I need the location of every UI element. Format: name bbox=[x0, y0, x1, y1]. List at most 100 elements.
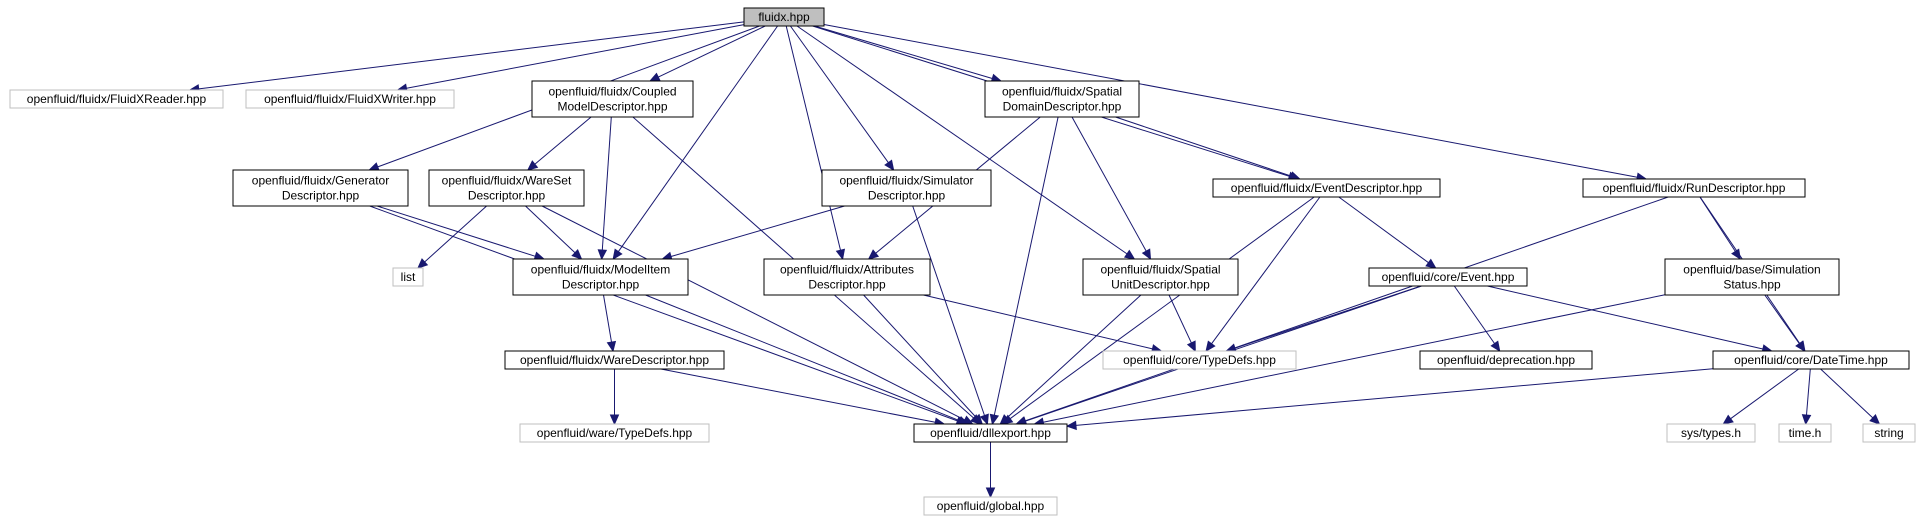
edge-generator-to-dllexport bbox=[369, 205, 958, 422]
node-label: Status.hpp bbox=[1723, 278, 1781, 292]
node-label: openfluid/fluidx/ModelItem bbox=[531, 263, 670, 277]
node-run[interactable]: openfluid/fluidx/RunDescriptor.hpp bbox=[1582, 178, 1806, 198]
node-label: Descriptor.hpp bbox=[868, 189, 946, 203]
arrowhead-datetime bbox=[1795, 340, 1806, 353]
node-box bbox=[232, 169, 409, 207]
node-box bbox=[245, 89, 455, 109]
node-label: openfluid/core/Event.hpp bbox=[1382, 270, 1515, 284]
edge-datetime-to-string bbox=[1820, 368, 1874, 419]
edge-generator-to-modelitem bbox=[376, 205, 536, 257]
node-label: openfluid/core/DateTime.hpp bbox=[1734, 353, 1888, 367]
node-box bbox=[1666, 423, 1756, 443]
node-systypes[interactable]: sys/types.h bbox=[1666, 423, 1756, 443]
node-datetime[interactable]: openfluid/core/DateTime.hpp bbox=[1712, 350, 1910, 370]
node-waretypedefs[interactable]: openfluid/ware/TypeDefs.hpp bbox=[519, 423, 710, 443]
arrowhead-global bbox=[985, 487, 996, 499]
node-list[interactable]: list bbox=[392, 267, 424, 287]
node-label: time.h bbox=[1789, 426, 1822, 440]
node-event[interactable]: openfluid/fluidx/EventDescriptor.hpp bbox=[1212, 178, 1441, 198]
edge-datetime-to-systypes bbox=[1730, 368, 1799, 420]
node-label: openfluid/fluidx/Spatial bbox=[1002, 85, 1122, 99]
node-label: openfluid/fluidx/RunDescriptor.hpp bbox=[1603, 181, 1786, 195]
node-label: openfluid/fluidx/WareSet bbox=[442, 174, 572, 188]
node-label: openfluid/deprecation.hpp bbox=[1437, 353, 1575, 367]
node-label: openfluid/base/Simulation bbox=[1683, 263, 1820, 277]
node-label: openfluid/dllexport.hpp bbox=[930, 426, 1051, 440]
node-box bbox=[1582, 178, 1806, 198]
node-box bbox=[923, 496, 1058, 516]
edge-coupled-to-wareset bbox=[534, 116, 592, 165]
node-label: openfluid/fluidx/Simulator bbox=[839, 174, 973, 188]
arrowhead-spatialunit bbox=[1141, 248, 1152, 261]
edge-simstatus-to-dllexport bbox=[1043, 294, 1666, 423]
node-label: UnitDescriptor.hpp bbox=[1111, 278, 1210, 292]
edge-spatialdomain-to-spatialunit bbox=[1071, 116, 1147, 252]
node-global[interactable]: openfluid/global.hpp bbox=[923, 496, 1058, 516]
node-label: Descriptor.hpp bbox=[282, 189, 360, 203]
node-box bbox=[1778, 423, 1832, 443]
node-box bbox=[743, 7, 825, 27]
edge-spatialunit-to-coretypedefs bbox=[1168, 294, 1192, 344]
node-spatialdomain[interactable]: openfluid/fluidx/SpatialDomainDescriptor… bbox=[984, 80, 1140, 118]
node-label: openfluid/fluidx/Attributes bbox=[780, 263, 914, 277]
node-box bbox=[1368, 267, 1528, 287]
node-box bbox=[1712, 350, 1910, 370]
node-coretypedefs[interactable]: openfluid/core/TypeDefs.hpp bbox=[1102, 350, 1297, 370]
edge-root-to-writer bbox=[406, 24, 745, 89]
node-spatialunit[interactable]: openfluid/fluidx/SpatialUnitDescriptor.h… bbox=[1082, 258, 1239, 296]
arrowhead-dllexport bbox=[999, 414, 1011, 425]
node-root[interactable]: fluidx.hpp bbox=[743, 7, 825, 27]
node-box bbox=[519, 423, 710, 443]
arrowhead-coupled bbox=[648, 72, 661, 82]
node-reader[interactable]: openfluid/fluidx/FluidXReader.hpp bbox=[9, 89, 224, 109]
node-timeh[interactable]: time.h bbox=[1778, 423, 1832, 443]
node-box bbox=[1082, 258, 1239, 296]
node-deprecation[interactable]: openfluid/deprecation.hpp bbox=[1419, 350, 1593, 370]
edge-coreevent-to-deprecation bbox=[1453, 285, 1496, 344]
arrowhead-modelitem bbox=[597, 249, 608, 261]
node-label: ModelDescriptor.hpp bbox=[557, 100, 667, 114]
node-box bbox=[1664, 258, 1840, 296]
arrowhead-modelitem bbox=[612, 248, 623, 260]
node-coreevent[interactable]: openfluid/core/Event.hpp bbox=[1368, 267, 1528, 287]
edge-modelitem-to-dllexport bbox=[645, 294, 960, 422]
arrowhead-dllexport bbox=[979, 413, 989, 426]
node-dllexport[interactable]: openfluid/dllexport.hpp bbox=[913, 423, 1068, 443]
edge-simstatus-to-datetime bbox=[1764, 294, 1800, 344]
edge-attributes-to-dllexport bbox=[863, 294, 977, 418]
node-box bbox=[512, 258, 689, 296]
node-box bbox=[984, 80, 1140, 118]
edge-event-to-coreevent bbox=[1338, 196, 1429, 264]
edge-run-to-dllexport bbox=[1024, 196, 1669, 422]
node-box bbox=[1862, 423, 1916, 443]
node-waredesc[interactable]: openfluid/fluidx/WareDescriptor.hpp bbox=[504, 350, 725, 370]
node-label: openfluid/fluidx/EventDescriptor.hpp bbox=[1231, 181, 1423, 195]
edge-waredesc-to-dllexport bbox=[660, 368, 936, 423]
arrowhead-timeh bbox=[1801, 414, 1812, 426]
edge-coreevent-to-datetime bbox=[1487, 285, 1764, 350]
edge-event-to-coretypedefs bbox=[1211, 196, 1321, 345]
edge-simulator-to-dllexport bbox=[912, 205, 985, 416]
arrowhead-spatialunit bbox=[1123, 249, 1136, 260]
arrowhead-wareset bbox=[526, 160, 539, 171]
node-string[interactable]: string bbox=[1862, 423, 1916, 443]
arrowhead-string bbox=[1869, 413, 1881, 425]
node-coupled[interactable]: openfluid/fluidx/CoupledModelDescriptor.… bbox=[531, 80, 694, 118]
node-writer[interactable]: openfluid/fluidx/FluidXWriter.hpp bbox=[245, 89, 455, 109]
node-attributes[interactable]: openfluid/fluidx/AttributesDescriptor.hp… bbox=[763, 258, 931, 296]
edge-wareset-to-dllexport bbox=[541, 205, 965, 421]
node-label: list bbox=[401, 270, 416, 284]
edge-spatialdomain-to-event bbox=[1115, 116, 1292, 177]
node-box bbox=[763, 258, 931, 296]
node-label: DomainDescriptor.hpp bbox=[1003, 100, 1122, 114]
edge-root-to-spatialdomain bbox=[814, 25, 993, 79]
node-label: fluidx.hpp bbox=[758, 10, 810, 24]
arrowhead-dllexport bbox=[972, 413, 984, 425]
arrowhead-waretypedefs bbox=[609, 414, 620, 426]
node-box bbox=[504, 350, 725, 370]
